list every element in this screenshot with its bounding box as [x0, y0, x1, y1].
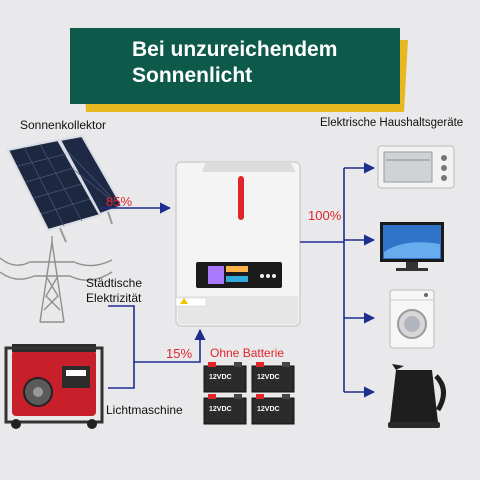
generator-label: Lichtmaschine: [106, 403, 183, 417]
inverter-unit: [175, 161, 301, 327]
output-percent-label: 100%: [308, 208, 342, 223]
solar-panel-icon: [6, 134, 124, 243]
banner: [70, 28, 408, 112]
solar-percent-label: 85%: [106, 194, 133, 209]
battery-cell-label: 12VDC: [209, 406, 232, 413]
power-tower-icon: [0, 236, 113, 323]
grid-label-line1: Städtische: [86, 276, 143, 290]
tv-icon: [380, 222, 444, 271]
grid-generator-bracket: [108, 305, 135, 389]
banner-title-line1: Bei unzureichendem: [132, 38, 338, 61]
battery-cell: [203, 362, 247, 393]
kettle-icon: [388, 364, 446, 428]
appliances-heading: Elektrische Haushaltsgeräte: [320, 117, 464, 129]
grid-label-line2: Elektrizität: [86, 291, 142, 305]
washing-machine-icon: [389, 289, 435, 349]
battery-cell-label: 12VDC: [257, 406, 280, 413]
battery-cell-label: 12VDC: [257, 374, 280, 381]
grid-percent-label: 15%: [166, 346, 193, 361]
battery-cell: [251, 394, 295, 425]
battery-cell: [251, 362, 295, 393]
battery-title: Ohne Batterie: [210, 346, 285, 360]
oven-icon: [377, 145, 455, 189]
battery-cell: [203, 394, 247, 425]
battery-cell-label: 12VDC: [209, 374, 232, 381]
inverter-led-strip: [238, 176, 244, 220]
grid-flow-arrow: [134, 328, 206, 363]
banner-title-line2: Sonnenlicht: [132, 64, 253, 87]
solar-label: Sonnenkollektor: [20, 118, 107, 132]
battery-bank: [203, 362, 295, 425]
banner-background: [70, 28, 400, 104]
generator-icon: [4, 344, 104, 429]
